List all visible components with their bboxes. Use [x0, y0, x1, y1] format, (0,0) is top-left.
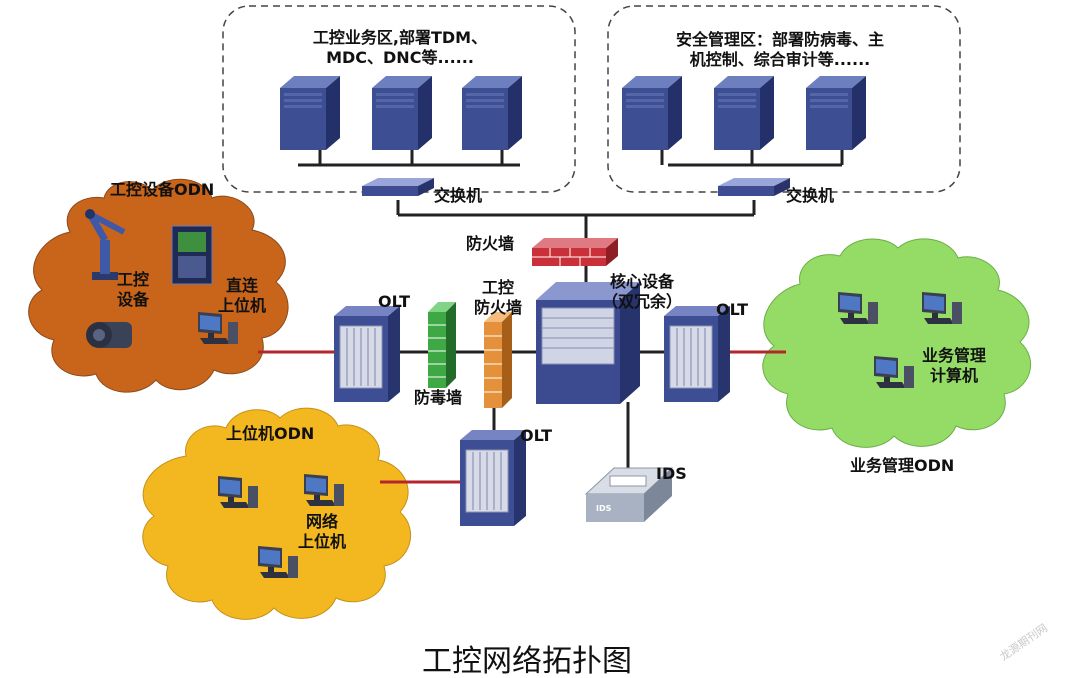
olt-right-label: OLT: [716, 300, 749, 319]
switch-left-label: 交换机: [434, 186, 483, 205]
industrial-firewall-label: 工控 防火墙: [473, 278, 522, 317]
plc-cabinet-icon: [171, 225, 213, 285]
cloud-control-equipment-title: 工控设备ODN: [110, 180, 215, 199]
cloud-upper-host-title: 上位机ODN: [226, 424, 315, 443]
server-icon: [622, 76, 682, 150]
switch-icon: [362, 178, 434, 196]
robot-arm-icon: [85, 209, 126, 280]
zone-security-mgmt-label: 安全管理区：部署防病毒、主 机控制、综合审计等......: [675, 30, 884, 69]
server-icon: [280, 76, 340, 150]
cloud-business-mgmt-title: 业务管理ODN: [850, 456, 955, 475]
antivirus-wall-label: 防毒墙: [414, 388, 463, 407]
ids-icon: [584, 467, 674, 522]
server-icon: [462, 76, 522, 150]
firewall-label: 防火墙: [466, 234, 515, 253]
firewall-icon: [532, 238, 618, 266]
zone-security-mgmt-box: [607, 5, 961, 193]
ids-plate-label: IDS: [596, 504, 612, 513]
network-host-label: 网络 上位机: [297, 512, 346, 551]
direct-host-label: 直连 上位机: [217, 276, 266, 315]
olt-bottom-label: OLT: [520, 426, 553, 445]
cloud-business-mgmt: [762, 238, 1031, 448]
switch-icon: [718, 178, 790, 196]
olt-icon: [333, 305, 401, 403]
control-devices-label: 工控 设备: [116, 270, 149, 309]
server-icon: [372, 76, 432, 150]
zone-control-business-label: 工控业务区,部署TDM、 MDC、DNC等......: [312, 28, 488, 67]
industrial-firewall-icon: [484, 312, 512, 408]
ids-label: IDS: [656, 464, 687, 483]
motor-icon: [86, 322, 132, 348]
core-device-icon: [536, 282, 640, 404]
cloud-upper-host: [142, 407, 411, 620]
switch-right-label: 交换机: [786, 186, 835, 205]
olt-icon: [459, 429, 527, 527]
server-icon: [806, 76, 866, 150]
antivirus-wall-icon: [428, 302, 456, 388]
olt-left-label: OLT: [378, 292, 411, 311]
olt-icon: [663, 305, 731, 403]
core-device-label: 核心设备 （双冗余）: [601, 272, 682, 311]
server-icon: [714, 76, 774, 150]
business-computer-label: 业务管理 计算机: [921, 346, 986, 385]
diagram-caption: 工控网络拓扑图: [422, 644, 632, 678]
